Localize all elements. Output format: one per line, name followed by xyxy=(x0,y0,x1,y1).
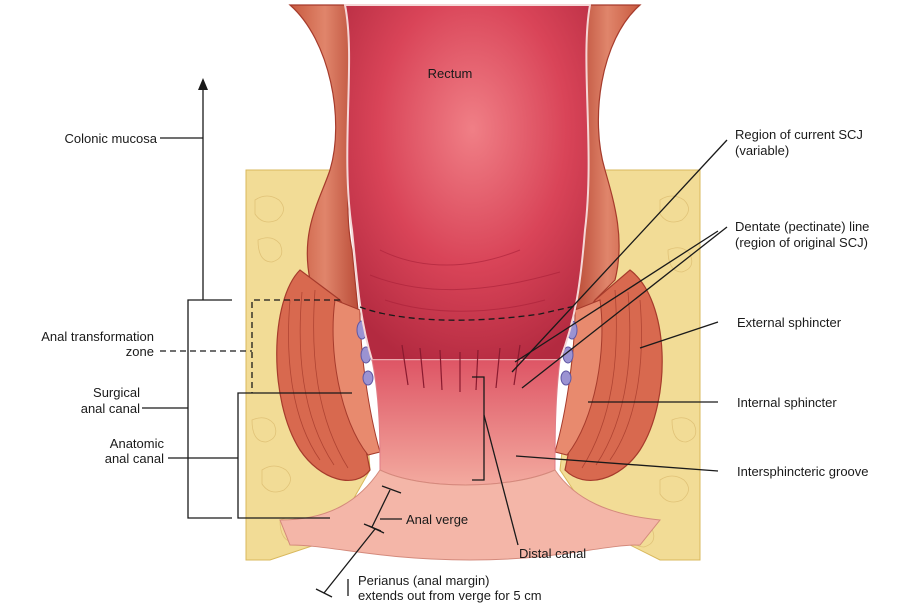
arrow-head-icon xyxy=(198,78,208,90)
anal-transformation-zone-label-line1: Anal transformation xyxy=(41,329,154,344)
perianus-label-line2: extends out from verge for 5 cm xyxy=(358,588,542,603)
distal-canal-label: Distal canal xyxy=(519,546,586,561)
surgical-anal-canal-label-line1: Surgical xyxy=(93,385,140,400)
surgical-anal-canal-bracket xyxy=(188,300,232,518)
dentate-line-label-line2: (region of original SCJ) xyxy=(735,235,868,250)
external-sphincter-label: External sphincter xyxy=(737,315,842,330)
anal-canal-lumen xyxy=(372,360,560,485)
intersphincteric-groove-label: Intersphincteric groove xyxy=(737,464,869,479)
surgical-anal-canal-label-line2: anal canal xyxy=(81,401,140,416)
anatomy-illustration xyxy=(246,5,700,560)
anatomic-anal-canal-label-line1: Anatomic xyxy=(110,436,165,451)
rectum-label: Rectum xyxy=(428,66,473,81)
anal-transformation-zone-label-line2: zone xyxy=(126,344,154,359)
perianus-label-line1: Perianus (anal margin) xyxy=(358,573,490,588)
region-current-scj-label-line1: Region of current SCJ xyxy=(735,127,863,142)
anal-verge-label: Anal verge xyxy=(406,512,468,527)
anatomic-anal-canal-label-line2: anal canal xyxy=(105,451,164,466)
rectal-lumen xyxy=(345,5,590,360)
region-current-scj-label-line2: (variable) xyxy=(735,143,789,158)
internal-sphincter-label: Internal sphincter xyxy=(737,395,837,410)
dentate-line-label-line1: Dentate (pectinate) line xyxy=(735,219,869,234)
colonic-mucosa-label: Colonic mucosa xyxy=(65,131,158,146)
